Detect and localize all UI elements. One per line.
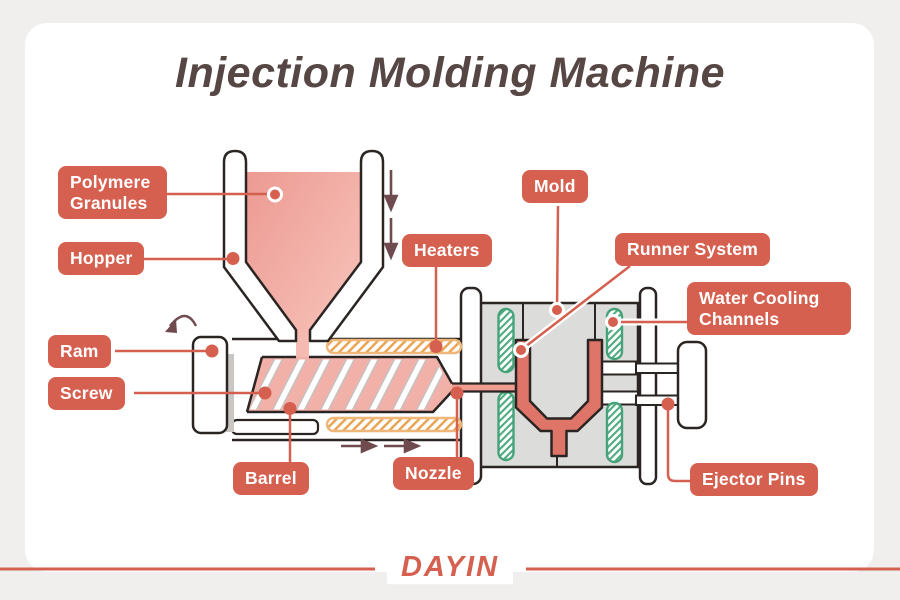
label-screw: Screw: [48, 377, 125, 410]
label-ejector-pins: Ejector Pins: [690, 463, 818, 496]
label-nozzle: Nozzle: [393, 457, 474, 490]
label-runner-system: Runner System: [615, 233, 770, 266]
brand-logo: DAYIN: [386, 551, 514, 585]
heater-bands: [325, 338, 463, 433]
moving-platen: [638, 286, 658, 486]
granules-fill: [247, 172, 362, 362]
label-hopper: Hopper: [58, 242, 145, 275]
label-ram: Ram: [48, 335, 111, 368]
label-mold: Mold: [522, 170, 588, 203]
runner-system-shape: [514, 338, 604, 458]
label-water-cooling-channels: Water Cooling Channels: [687, 282, 851, 336]
ejector-pins-shapes: [635, 340, 708, 430]
label-barrel: Barrel: [233, 462, 309, 495]
connector-dots: [205, 186, 675, 415]
label-heaters: Heaters: [402, 234, 492, 267]
ram-shape: [191, 335, 229, 435]
label-polymere-granules: Polymere Granules: [58, 166, 167, 220]
melt-channel: [452, 383, 518, 392]
flow-arrows: [341, 170, 422, 454]
barrel-shape: [245, 355, 454, 414]
hopper-shape: [222, 149, 385, 343]
connector-lines: [115, 192, 692, 483]
screw-flights: [250, 359, 449, 410]
rotation-arrow-icon: [165, 314, 198, 333]
page-title: Injection Molding Machine: [175, 49, 725, 97]
